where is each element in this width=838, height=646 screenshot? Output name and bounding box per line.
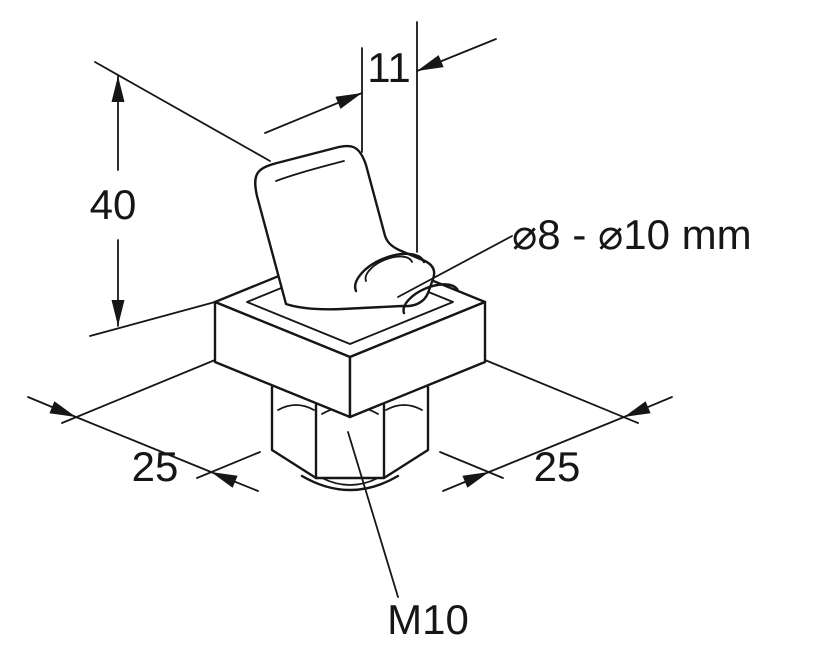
dim25L-extension-inner xyxy=(196,451,261,479)
dim40-arrow-down xyxy=(111,300,125,326)
dim25R-line xyxy=(488,416,625,473)
dimension-25-left: 25 xyxy=(27,359,261,492)
dim25L-arrow-outer xyxy=(49,401,76,417)
dim25L-extension-outer xyxy=(61,359,216,424)
dim25R-arrow-inner xyxy=(462,472,489,488)
groove-arc-right xyxy=(402,283,460,315)
dim40-label: 40 xyxy=(90,181,137,228)
groove-arc-front xyxy=(354,252,426,293)
groove-arc-inner xyxy=(364,255,413,282)
bolt-dome xyxy=(300,474,400,492)
diameter-leader-line xyxy=(397,235,513,298)
callout-m10: M10 xyxy=(347,431,469,643)
bolt-dome-inner xyxy=(321,477,379,486)
hex-nut-facet-lines xyxy=(314,403,386,480)
dim25L-label: 25 xyxy=(132,443,179,490)
m10-leader-line xyxy=(347,431,399,598)
saddle-strap-top-edge-line xyxy=(275,160,345,182)
dim25R-label: 25 xyxy=(534,443,581,490)
dim25R-extension-outer xyxy=(484,359,639,424)
dim11-label: 11 xyxy=(367,44,411,91)
dim40-extension-bottom xyxy=(89,301,216,337)
dim11-arrow-right xyxy=(417,55,444,71)
m10-label: M10 xyxy=(387,596,469,643)
dimension-40: 40 xyxy=(89,61,271,337)
dim25L-line xyxy=(75,416,212,473)
dim40-arrow-up xyxy=(111,76,125,102)
dim11-arrow-left xyxy=(335,93,362,109)
dim25R-arrow-outer xyxy=(624,401,651,417)
saddle-strap-outline xyxy=(254,144,436,311)
dim25L-arrow-inner xyxy=(211,472,238,488)
hex-nut-outline xyxy=(270,385,430,480)
dim40-extension-top xyxy=(94,61,271,162)
base-block-right-face xyxy=(348,300,487,419)
dimension-25-right: 25 xyxy=(439,359,673,492)
dim25R-extension-inner xyxy=(439,451,504,479)
diameter-range-label: ⌀8 - ⌀10 mm xyxy=(512,211,752,258)
callout-diameter-range: ⌀8 - ⌀10 mm xyxy=(397,211,752,298)
dimension-11: 11 xyxy=(264,21,497,253)
saddle-strap xyxy=(254,144,460,315)
